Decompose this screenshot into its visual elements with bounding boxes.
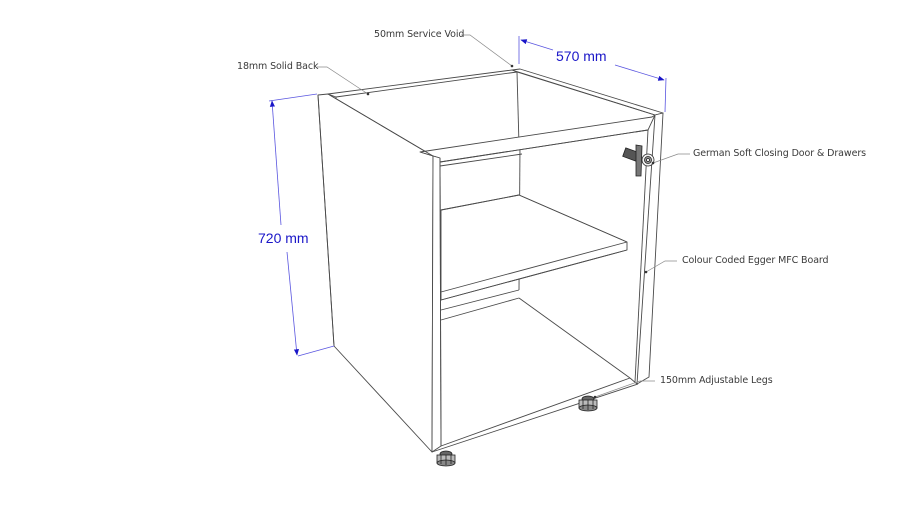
callout-mfc-board: Colour Coded Egger MFC Board	[682, 255, 829, 266]
callout-solid-back: 18mm Solid Back	[237, 61, 319, 72]
cabinet-carcass	[317, 68, 664, 453]
height-dimension-label: 720 mm	[258, 230, 309, 246]
right-side-top-edge	[511, 68, 664, 116]
front-left-stile	[431, 155, 442, 453]
right-side-panel	[634, 112, 664, 385]
adjustable-leg-front-right-icon	[578, 395, 598, 412]
callout-soft-close-hinge: German Soft Closing Door & Drawers	[693, 148, 866, 159]
callout-adjustable-legs: 150mm Adjustable Legs	[660, 375, 773, 386]
lower-back-rail	[440, 289, 520, 321]
leader-arrowheads	[366, 64, 655, 399]
bottom-panel	[431, 297, 639, 453]
back-top-rail	[327, 69, 518, 99]
leader-lines	[317, 34, 690, 398]
left-side-panel	[317, 93, 434, 453]
adjustable-shelf	[440, 194, 628, 301]
height-dimension	[268, 93, 335, 357]
depth-dimension	[518, 36, 667, 113]
front-top-rail	[419, 114, 656, 167]
adjustable-leg-front-left-icon	[436, 450, 456, 467]
callout-service-void: 50mm Service Void	[374, 29, 465, 40]
soft-close-hinge-icon	[622, 144, 655, 177]
depth-dimension-label: 570 mm	[556, 48, 607, 64]
